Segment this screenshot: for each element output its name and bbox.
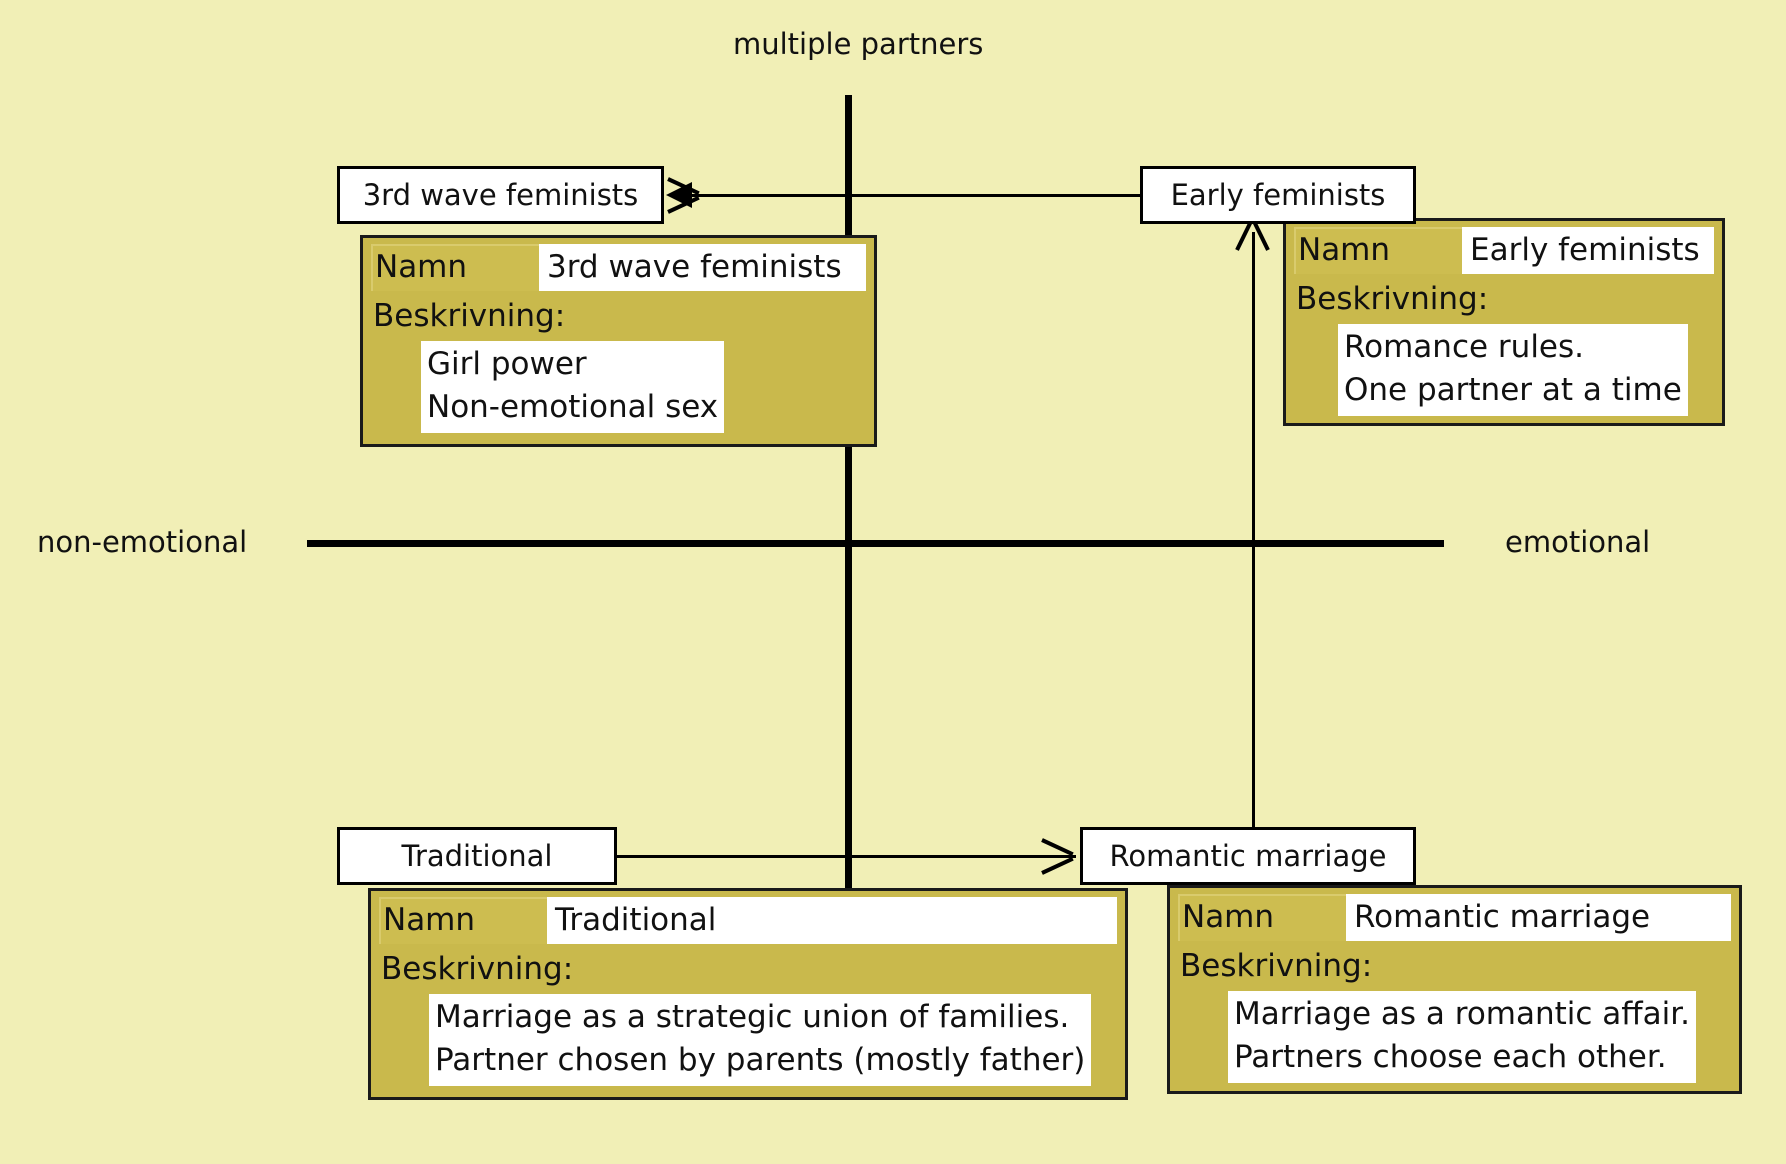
panel-traditional[interactable]: Namn Traditional Beskrivning: Marriage a… xyxy=(368,888,1128,1100)
field-label-beskrivning: Beskrivning: xyxy=(1296,281,1489,317)
arrow-traditional-to-romantic-barb-top xyxy=(1041,838,1074,857)
panel-row-namn: Namn 3rd wave feminists xyxy=(371,244,866,291)
node-label: Romantic marriage xyxy=(1109,839,1387,873)
node-traditional[interactable]: Traditional xyxy=(337,827,617,885)
field-label-beskrivning: Beskrivning: xyxy=(381,951,574,987)
node-label: Traditional xyxy=(401,839,553,873)
description-line: Non-emotional sex xyxy=(427,389,719,425)
description-line: One partner at a time xyxy=(1344,372,1682,408)
field-value-namn: Romantic marriage xyxy=(1346,894,1731,941)
axis-label-top: multiple partners xyxy=(733,27,984,61)
panel-row-namn: Namn Romantic marriage xyxy=(1178,894,1731,941)
vertical-axis xyxy=(845,95,852,955)
field-value-namn: Traditional xyxy=(547,897,1117,944)
field-label-namn: Namn xyxy=(1294,227,1462,274)
description-line: Partner chosen by parents (mostly father… xyxy=(435,1042,1086,1078)
description-line: Romance rules. xyxy=(1344,329,1585,365)
panel-romantic-marriage[interactable]: Namn Romantic marriage Beskrivning: Marr… xyxy=(1167,885,1742,1094)
field-value-beskrivning: Marriage as a strategic union of familie… xyxy=(429,994,1092,1086)
panel-third-wave-feminists[interactable]: Namn 3rd wave feminists Beskrivning: Gir… xyxy=(360,235,877,447)
node-early-feminists[interactable]: Early feminists xyxy=(1140,166,1416,224)
description-line: Partners choose each other. xyxy=(1234,1039,1667,1075)
panel-early-feminists[interactable]: Namn Early feminists Beskrivning: Romanc… xyxy=(1283,218,1725,426)
node-third-wave-feminists[interactable]: 3rd wave feminists xyxy=(337,166,664,224)
field-value-beskrivning: Marriage as a romantic affair. Partners … xyxy=(1228,991,1697,1083)
panel-row-namn: Namn Early feminists xyxy=(1294,227,1714,274)
field-value-beskrivning: Girl power Non-emotional sex xyxy=(421,341,725,433)
description-line: Marriage as a strategic union of familie… xyxy=(435,999,1070,1035)
node-label: 3rd wave feminists xyxy=(362,178,639,212)
node-romantic-marriage[interactable]: Romantic marriage xyxy=(1080,827,1416,885)
panel-row-namn: Namn Traditional xyxy=(379,897,1117,944)
field-label-namn: Namn xyxy=(1178,894,1346,941)
field-label-namn: Namn xyxy=(371,244,539,291)
axis-label-left: non-emotional xyxy=(37,525,248,559)
field-label-namn: Namn xyxy=(379,897,547,944)
arrow-romantic-to-early-line xyxy=(1252,232,1255,830)
field-value-beskrivning: Romance rules. One partner at a time xyxy=(1338,324,1688,416)
description-line: Girl power xyxy=(427,346,587,382)
arrow-early-to-thirdwave-line xyxy=(680,194,1143,197)
description-line: Marriage as a romantic affair. xyxy=(1234,996,1691,1032)
field-value-namn: 3rd wave feminists xyxy=(539,244,866,291)
axis-label-right: emotional xyxy=(1505,525,1651,559)
field-label-beskrivning: Beskrivning: xyxy=(373,298,566,334)
field-value-namn: Early feminists xyxy=(1462,227,1714,274)
node-label: Early feminists xyxy=(1170,178,1386,212)
arrow-traditional-to-romantic-line xyxy=(608,855,1076,858)
horizontal-axis xyxy=(307,540,1444,547)
arrow-traditional-to-romantic-barb-bottom xyxy=(1041,856,1074,875)
field-label-beskrivning: Beskrivning: xyxy=(1180,948,1373,984)
